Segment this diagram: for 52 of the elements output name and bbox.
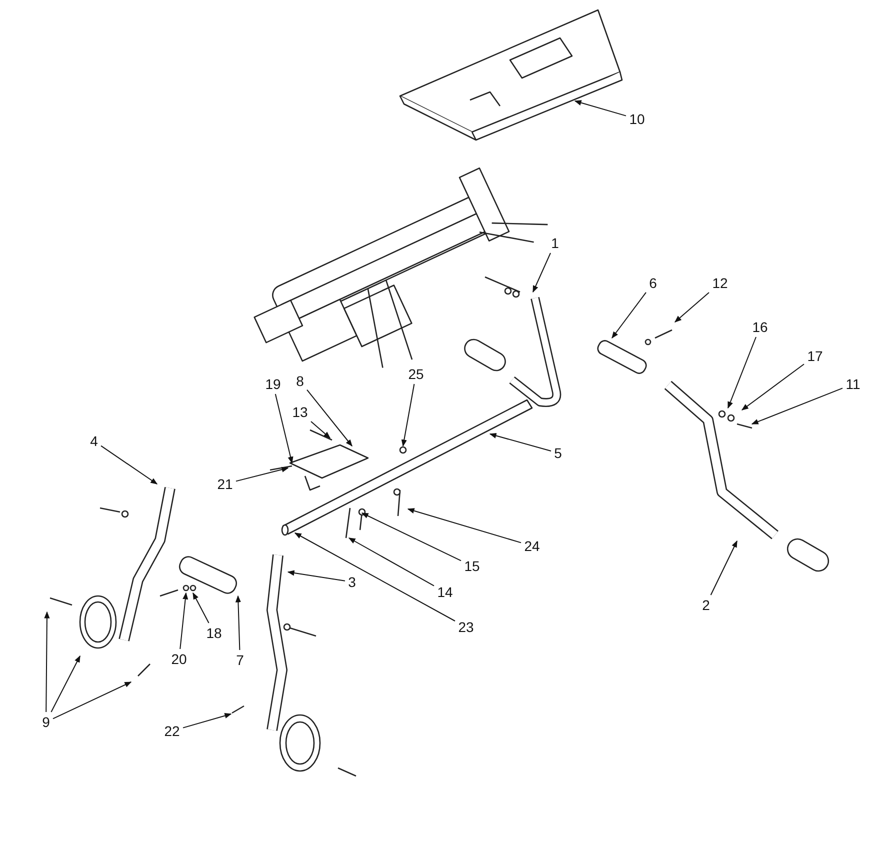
callout-number: 19 (265, 376, 281, 392)
leader-line (235, 595, 241, 650)
callout-number: 13 (292, 404, 308, 420)
callout-number: 7 (236, 652, 244, 668)
leader-line (728, 336, 756, 409)
callout-number: 25 (408, 366, 424, 382)
callout-number: 17 (807, 348, 823, 364)
callout-number: 21 (217, 476, 233, 492)
leader-line (407, 508, 522, 544)
leader-line (710, 540, 738, 596)
callout-number: 18 (206, 625, 222, 641)
callout-number: 16 (752, 319, 768, 335)
callout-number: 24 (524, 538, 540, 554)
callout-number: 2 (702, 597, 710, 613)
leader-line (348, 538, 434, 586)
leader-line (274, 394, 294, 464)
leader-line (574, 100, 626, 116)
callout-number: 9 (42, 714, 50, 730)
leader-line (52, 682, 132, 720)
leader-line (287, 570, 346, 582)
callout-number: 15 (464, 558, 480, 574)
callout-number: 10 (629, 111, 645, 127)
callout-number: 22 (164, 723, 180, 739)
leader-line (361, 512, 462, 562)
leader-line (489, 433, 552, 452)
callout-number: 8 (296, 373, 304, 389)
leader-line (401, 384, 415, 447)
callout-number: 5 (554, 445, 562, 461)
callout-number: 14 (437, 584, 453, 600)
leader-line (612, 292, 646, 339)
callout-number: 12 (712, 275, 728, 291)
leader-line (310, 421, 331, 438)
leader-line (306, 389, 352, 447)
callout-number: 4 (90, 433, 98, 449)
callout-number: 6 (649, 275, 657, 291)
callout-number: 1 (551, 235, 559, 251)
leader-line (100, 445, 158, 484)
leader-line (192, 592, 210, 624)
callout-number: 23 (458, 619, 474, 635)
leader-line (44, 611, 50, 712)
leader-line (182, 713, 232, 728)
leader-line (236, 466, 289, 482)
leader-line (294, 532, 456, 622)
callout-number: 20 (171, 651, 187, 667)
callout-number: 3 (348, 574, 356, 590)
leader-line (674, 292, 710, 322)
leader-line (741, 364, 804, 410)
callout-number: 11 (846, 376, 860, 392)
leader-line (50, 655, 80, 712)
leader-line (180, 592, 188, 650)
leader-line (532, 252, 551, 293)
leader-line (751, 388, 843, 424)
